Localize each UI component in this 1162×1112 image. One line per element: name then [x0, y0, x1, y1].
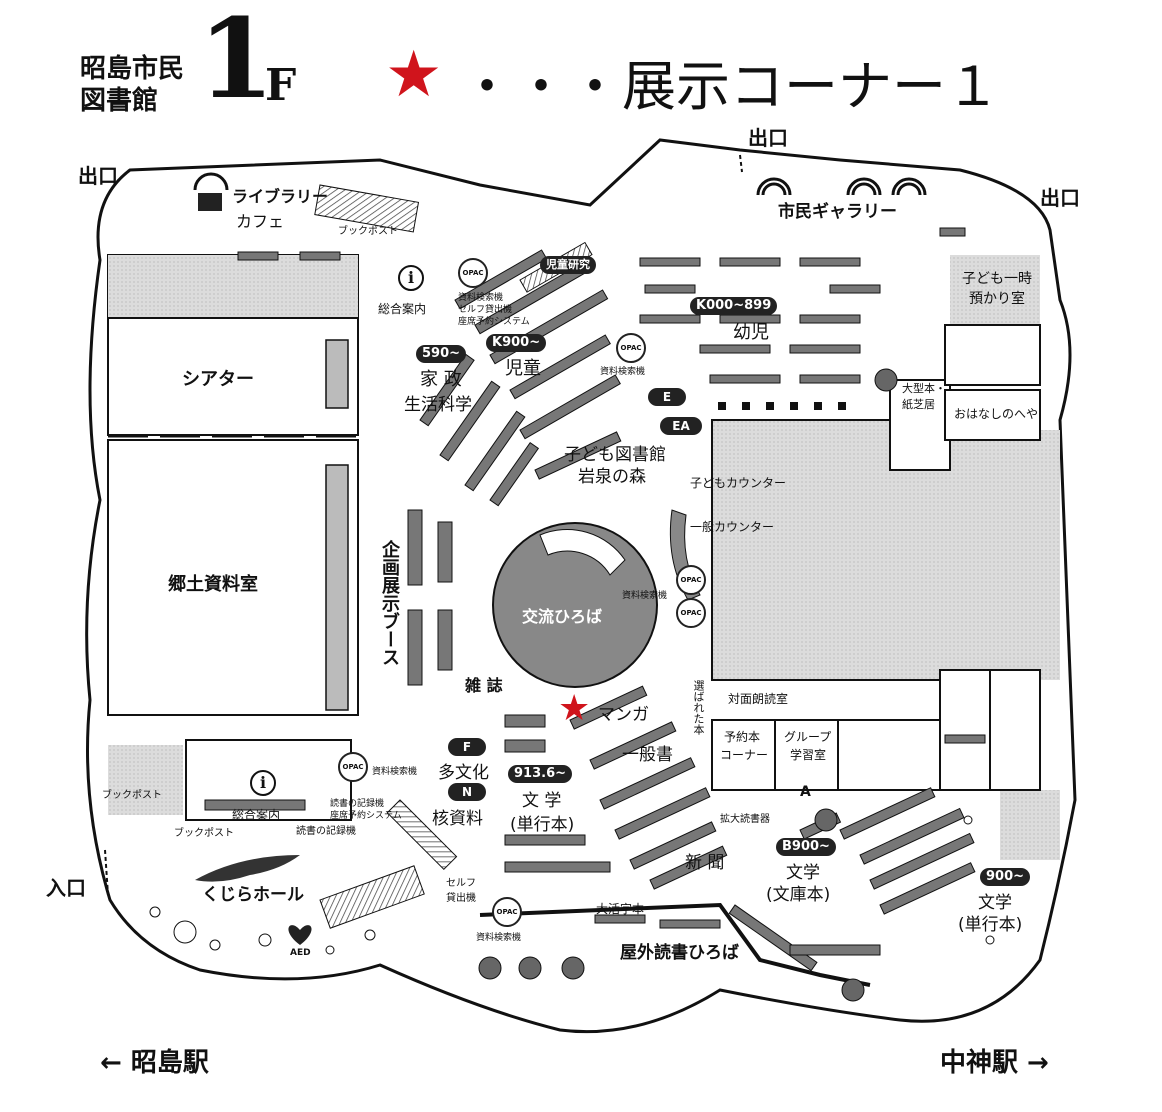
book-post-top: ブックポスト [338, 226, 398, 237]
local-history-label: 郷土資料室 [168, 574, 258, 595]
book-post-left2: ブックポスト [174, 828, 234, 839]
big-picture-book: 大型本・ 紙芝居 [902, 382, 946, 411]
theater-label: シアター [182, 369, 254, 390]
magazines-label: 雑 誌 [465, 676, 503, 695]
library-name-line2: 図書館 [80, 86, 159, 116]
library-name-line1: 昭島市民 [80, 54, 185, 84]
entrance: 入口 [46, 876, 86, 900]
kids-library-1: 子ども図書館 [564, 445, 666, 465]
opac-bottom-mid: OPAC [492, 897, 522, 927]
opac-top: OPAC [458, 258, 488, 288]
kids-library-2: 岩泉の森 [578, 467, 646, 487]
exit-top-left: 出口 [78, 164, 118, 188]
outdoor-plaza: 屋外読書ひろば [620, 943, 739, 963]
c590-pill: 590~ [416, 345, 467, 363]
station-akishima: ← 昭島駅 [100, 1048, 209, 1078]
library-cafe-label2: カフェ [236, 212, 285, 231]
general-books-label: 一般書 [622, 745, 673, 765]
kids-counter: 子どもカウンター [690, 476, 787, 490]
child-care: 子ども一時 預かり室 [962, 271, 1032, 307]
book-post-left: ブックポスト [102, 790, 162, 801]
literature-1b: (単行本) [510, 815, 575, 835]
letter-a: A [800, 784, 811, 800]
group-study-2: 学習室 [790, 748, 827, 762]
children-label: 児童 [505, 358, 541, 379]
selected-books: 選ばれた本 [692, 680, 705, 735]
literature-3b: (単行本) [958, 915, 1023, 935]
reading-record: 読書の記録機 [296, 826, 356, 837]
exhibition-booth: 企画展示ブース [379, 540, 400, 666]
plaza-label: 交流ひろば [522, 607, 603, 626]
large-print: 大活字本 [596, 902, 645, 916]
opac-plaza-2: OPAC [676, 598, 706, 628]
face-reading: 対面朗読室 [728, 692, 789, 706]
children-research-pill: 児童研究 [540, 256, 596, 274]
citizen-gallery: 市民ギャラリー [778, 202, 897, 222]
opac-top-3: 座席予約システム [458, 317, 530, 327]
home-econ-2: 生活科学 [404, 395, 472, 415]
opac-mid: OPAC [616, 333, 646, 363]
opac-bottom-2: 読書の記録機 [330, 799, 385, 809]
info-top: 総合案内 [378, 302, 427, 316]
multicultural-label: 多文化 [438, 763, 489, 783]
opac-bottom-1: 資料検索機 [372, 767, 418, 777]
opac-bottom: OPAC [338, 752, 368, 782]
newspapers-label: 新 聞 [685, 853, 725, 873]
station-nakagami: 中神駅 → [940, 1048, 1049, 1078]
literature-2b: (文庫本) [766, 885, 831, 905]
whale-hall: くじらホール [202, 885, 304, 905]
infants-label: 幼児 [733, 322, 769, 343]
office-shade [711, 419, 1013, 681]
c9136-pill: 913.6~ [508, 765, 573, 783]
opac-bottom-mid-label: 資料検索機 [476, 933, 522, 943]
ea-pill: EA [660, 417, 702, 435]
f-pill: F [448, 738, 486, 756]
info-bottom: 総合案内 [232, 808, 281, 822]
magnifier: 拡大読書器 [720, 814, 770, 825]
aed-label: AED [290, 948, 311, 958]
literature-3: 文学 [978, 893, 1012, 913]
opac-plaza-label: 資料検索機 [622, 591, 668, 601]
info-i-top: i [398, 265, 424, 291]
exit-top-center: 出口 [748, 126, 788, 150]
k900-pill: K900~ [486, 334, 547, 352]
opac-top-2: セルフ貸出機 [458, 305, 513, 315]
general-counter: 一般カウンター [690, 520, 775, 534]
opac-top-1: 資料検索機 [458, 293, 504, 303]
self-checkout: セルフ 貸出機 [446, 878, 476, 904]
story-room: おはなしのへや [954, 407, 1039, 421]
literature-1: 文 学 [522, 791, 562, 811]
group-study-1: グループ [784, 730, 832, 744]
literature-2: 文学 [786, 863, 820, 883]
manga-label: マンガ [598, 705, 649, 725]
opac-plaza-1: OPAC [676, 565, 706, 595]
home-econ-1: 家 政 [420, 369, 462, 390]
opac-mid-label: 資料検索機 [600, 367, 646, 377]
k000-pill: K000~899 [690, 297, 778, 315]
local-history-room [107, 439, 359, 716]
core-materials-label: 核資料 [432, 809, 483, 829]
reserved-corner-1: 予約本 [724, 730, 761, 744]
c900-pill: 900~ [980, 868, 1031, 886]
n-pill: N [448, 783, 486, 801]
exhibit-star-icon: ★ [558, 688, 591, 729]
e-pill: E [648, 388, 686, 406]
floor-suffix: F [265, 60, 297, 111]
floor-number: 1 [198, 0, 275, 123]
legend-star-icon: ★ [385, 38, 443, 112]
legend-text: ・・・展示コーナー１ [460, 55, 1000, 118]
library-cafe-label: ライブラリー [232, 187, 329, 206]
reserved-corner-2: コーナー [720, 748, 769, 762]
opac-bottom-3: 座席予約システム [330, 811, 402, 821]
exit-top-right: 出口 [1040, 186, 1080, 210]
info-i-bottom: i [250, 770, 276, 796]
b900-pill: B900~ [776, 838, 836, 856]
